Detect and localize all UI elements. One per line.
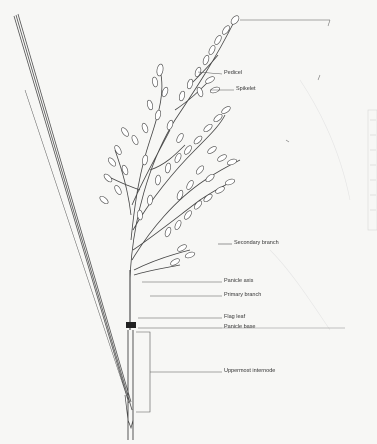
label-panicle-base: Panicle base — [224, 325, 256, 331]
flag-leaf-blade — [14, 14, 132, 410]
label-flag-leaf: Flag leaf — [224, 315, 245, 321]
label-secondary-branch: Secondary branch — [234, 241, 279, 247]
spikelets — [99, 14, 241, 266]
label-primary-branch: Primary branch — [224, 293, 261, 299]
label-spikelet: Spikelet — [236, 87, 256, 93]
culm — [125, 270, 136, 440]
background-faint-figure — [270, 80, 377, 330]
label-uppermost-internode: Uppermost internode — [224, 369, 275, 375]
label-panicle-axis: Panicle axis — [224, 279, 253, 285]
panicle-branches — [105, 20, 240, 280]
leader-lines — [136, 20, 345, 412]
label-pedicel: Pedicel — [224, 71, 242, 77]
